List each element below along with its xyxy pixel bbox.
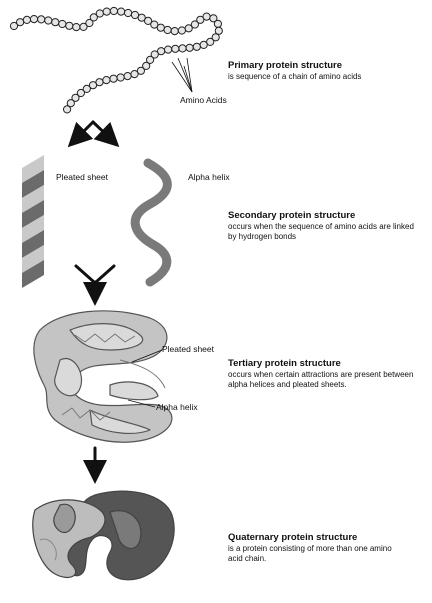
pleated-sheet-shape [22, 155, 44, 288]
alpha-helix-label: Alpha helix [188, 172, 230, 182]
quaternary-structure-description: is a protein consisting of more than one… [228, 544, 408, 564]
amino-acid-bead [178, 27, 185, 34]
amino-acid-bead [30, 16, 37, 23]
amino-acid-bead [103, 8, 110, 15]
amino-acid-bead [66, 22, 73, 29]
amino-acid-bead [179, 45, 186, 52]
amino-acid-bead [23, 16, 30, 23]
amino-acid-bead [17, 19, 24, 26]
primary-structure-title: Primary protein structure [228, 60, 342, 71]
amino-acids-label: Amino Acids [180, 95, 227, 105]
amino-acid-bead [52, 19, 59, 26]
quaternary-structure-title: Quaternary protein structure [228, 532, 357, 543]
amino-acid-bead [214, 20, 221, 27]
tertiary-fold-shape [34, 311, 172, 442]
merge-arrow [76, 266, 114, 300]
amino-acid-bead [64, 106, 71, 113]
tertiary-structure-title: Tertiary protein structure [228, 358, 341, 369]
amino-acid-bead [110, 7, 117, 14]
amino-acid-bead [59, 20, 66, 27]
amino-acid-bead [164, 26, 171, 33]
alpha-helix-shape [135, 163, 167, 282]
amino-acid-bead [157, 24, 164, 31]
amino-acid-bead [203, 13, 210, 20]
amino-acid-bead [186, 44, 193, 51]
tertiary-structure-description: occurs when certain attractions are pres… [228, 370, 428, 390]
secondary-structure-description: occurs when the sequence of amino acids … [228, 222, 424, 242]
amino-acid-pointer-lines [172, 58, 192, 92]
amino-acid-bead [200, 41, 207, 48]
amino-acid-bead [165, 46, 172, 53]
amino-acid-bead [131, 11, 138, 18]
amino-acid-bead [172, 45, 179, 52]
amino-acid-bead [125, 9, 132, 16]
amino-acid-bead [124, 73, 131, 80]
tertiary-pleated-sheet-label: Pleated sheet [162, 344, 214, 354]
amino-acid-bead [193, 43, 200, 50]
secondary-structure-title: Secondary protein structure [228, 210, 355, 221]
tertiary-alpha-helix-label: Alpha helix [156, 402, 198, 412]
amino-acid-bead [38, 16, 45, 23]
amino-acid-bead [110, 75, 117, 82]
amino-acid-bead [73, 24, 80, 31]
pleated-sheet-label: Pleated sheet [56, 172, 108, 182]
amino-acid-bead [131, 71, 138, 78]
split-arrows [72, 122, 115, 143]
amino-acid-bead [118, 8, 125, 15]
quaternary-shape [33, 491, 174, 580]
primary-structure-description: is sequence of a chain of amino acids [228, 72, 428, 82]
amino-acid-bead [103, 77, 110, 84]
amino-acid-bead [171, 28, 178, 35]
amino-acid-bead [45, 17, 52, 24]
amino-acid-bead [96, 10, 103, 17]
amino-acid-bead [117, 74, 124, 81]
